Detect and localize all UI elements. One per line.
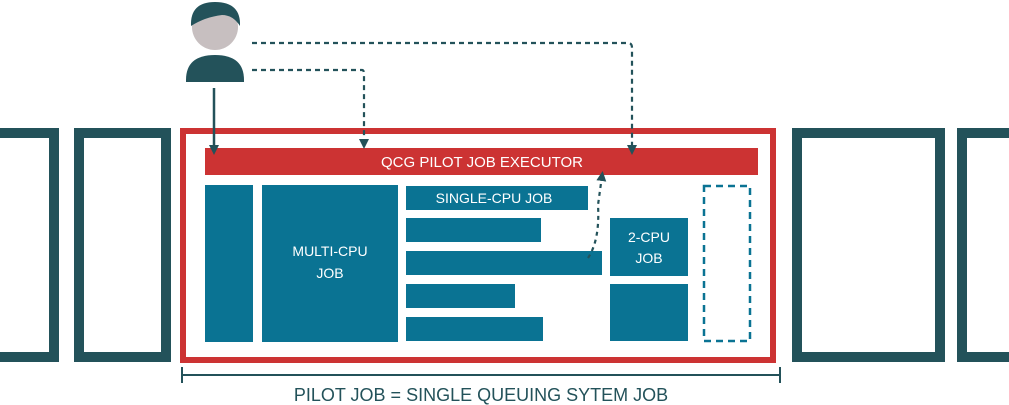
single-cpu-label: SINGLE-CPU JOB bbox=[436, 190, 553, 206]
user-icon bbox=[186, 2, 244, 82]
single-cpu-job-block bbox=[406, 186, 588, 210]
job-bar-5 bbox=[406, 317, 543, 341]
span-bracket bbox=[181, 367, 781, 383]
job-dashed-arrow-executor bbox=[587, 171, 607, 259]
job-bar-2 bbox=[406, 218, 541, 242]
user-dashed-arrow-executor bbox=[252, 68, 369, 149]
executor-bar bbox=[205, 148, 758, 175]
queue-slot-right bbox=[792, 128, 945, 362]
job-block-bottom-right bbox=[610, 284, 688, 341]
multi-cpu-job-block bbox=[262, 185, 398, 342]
two-cpu-label-line2: JOB bbox=[635, 250, 662, 266]
empty-slot-dashed bbox=[702, 184, 752, 343]
executor-label: QCG PILOT JOB EXECUTOR bbox=[381, 154, 583, 171]
pilot-job-frame bbox=[180, 128, 776, 363]
multi-cpu-label-line1: MULTI-CPU bbox=[292, 243, 367, 259]
multi-cpu-label-line2: JOB bbox=[316, 265, 343, 281]
two-cpu-job-block bbox=[610, 218, 688, 276]
queue-bracket-left-outer bbox=[0, 128, 59, 362]
job-block-tall bbox=[205, 185, 253, 342]
queue-bracket-right-outer bbox=[957, 128, 1009, 362]
queue-slot-left bbox=[74, 128, 171, 362]
user-dashed-arrow-far bbox=[252, 41, 637, 155]
job-bar-4 bbox=[406, 284, 515, 308]
job-bar-3 bbox=[406, 251, 602, 275]
caption: PILOT JOB = SINGLE QUEUING SYTEM JOB bbox=[294, 385, 668, 405]
two-cpu-label-line1: 2-CPU bbox=[628, 229, 670, 245]
